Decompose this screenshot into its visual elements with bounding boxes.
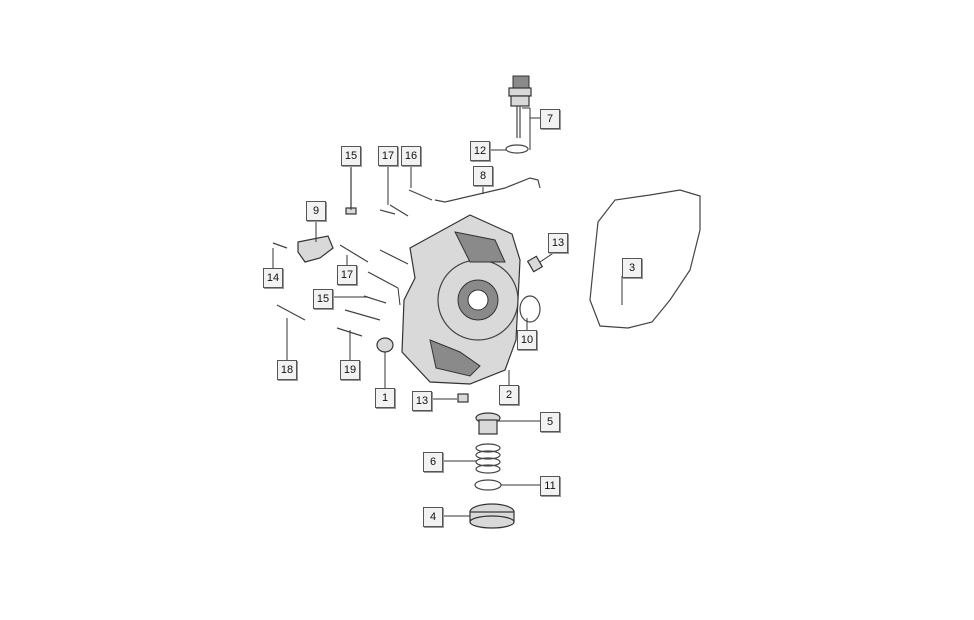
- gasket-part: [589, 189, 701, 329]
- callout-4: 4: [423, 507, 443, 527]
- callout-7: 7: [540, 109, 560, 129]
- callout-18: 18: [277, 360, 297, 380]
- callout-13: 13: [412, 391, 432, 411]
- callout-9: 9: [306, 201, 326, 221]
- callout-8: 8: [473, 166, 493, 186]
- breather-hose-part: [434, 177, 541, 203]
- callout-6: 6: [423, 452, 443, 472]
- callout-17: 17: [337, 265, 357, 285]
- drain-cap-part: [469, 503, 515, 529]
- o-ring-lower-part: [474, 479, 502, 491]
- callout-19: 19: [340, 360, 360, 380]
- callout-10: 10: [517, 330, 537, 350]
- leader-lines: [272, 107, 623, 517]
- crankcase-cover-part: [401, 214, 521, 385]
- bracket-part: [297, 235, 334, 263]
- bushing-part: [376, 337, 394, 353]
- dipstick-part: [508, 75, 532, 138]
- callout-2: 2: [499, 385, 519, 405]
- spring-part: [475, 443, 501, 474]
- callout-1: 1: [375, 388, 395, 408]
- callout-3: 3: [622, 258, 642, 278]
- callout-5: 5: [540, 412, 560, 432]
- callout-11: 11: [540, 476, 560, 496]
- plug-part: [526, 255, 544, 273]
- callout-15: 15: [341, 146, 361, 166]
- callout-14: 14: [263, 268, 283, 288]
- strainer-part: [475, 412, 501, 435]
- o-ring-part: [505, 144, 529, 154]
- bolts-upper: [272, 168, 433, 249]
- callout-15: 15: [313, 289, 333, 309]
- callout-16: 16: [401, 146, 421, 166]
- oil-seal-part: [519, 295, 541, 323]
- callout-12: 12: [470, 141, 490, 161]
- bolts-lower: [276, 244, 409, 337]
- plug-lower-part: [457, 393, 469, 403]
- callout-17: 17: [378, 146, 398, 166]
- callout-13: 13: [548, 233, 568, 253]
